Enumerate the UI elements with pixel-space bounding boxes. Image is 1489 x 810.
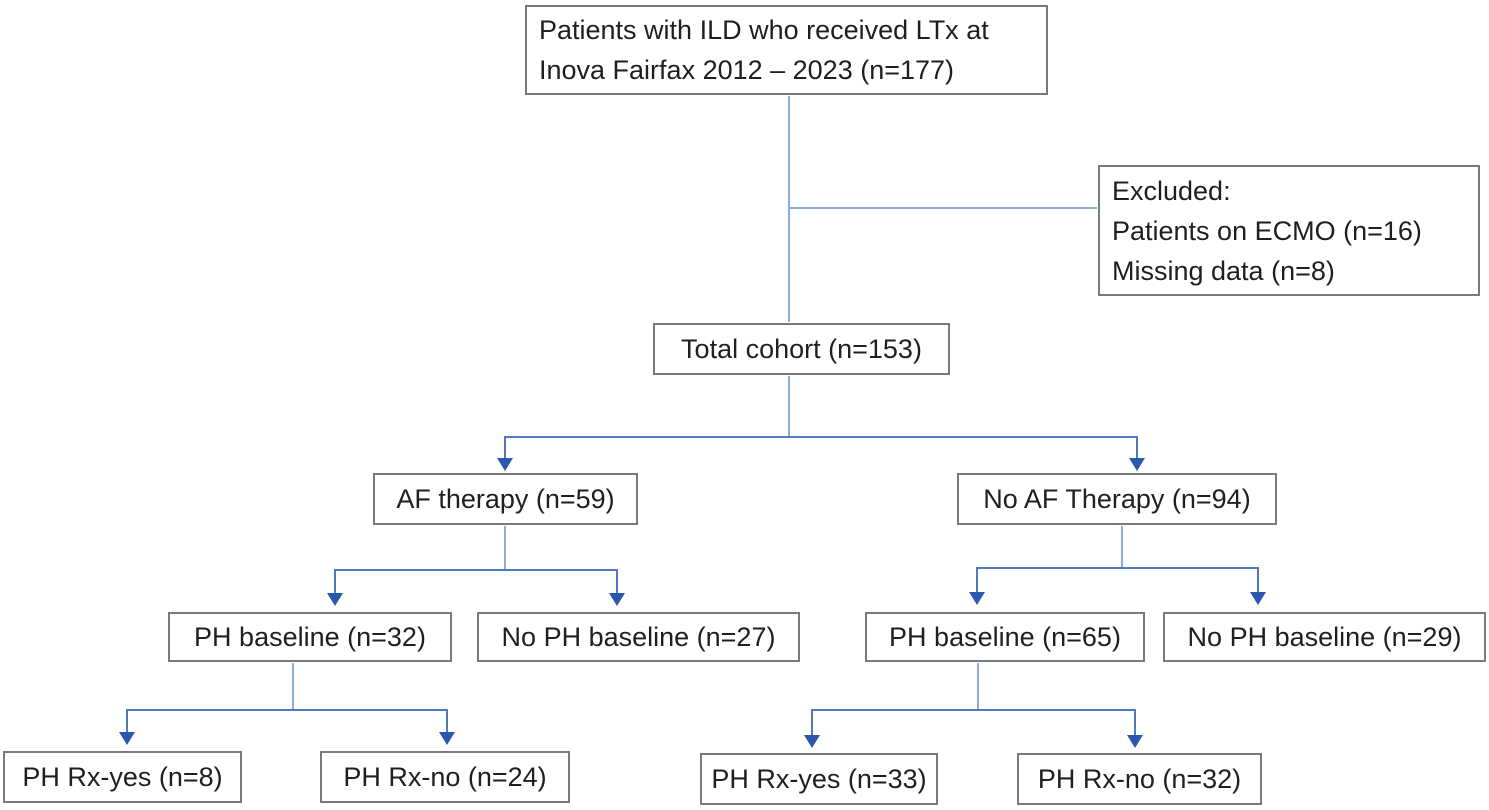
- node-no-ph-baseline-af-label: No PH baseline (n=27): [501, 622, 776, 652]
- arrowhead-noaf: [1129, 458, 1145, 471]
- node-ph-baseline-noaf: PH baseline (n=65): [865, 612, 1145, 662]
- node-ph-rx-no-af-label: PH Rx-no (n=24): [343, 762, 547, 792]
- node-ph-baseline-noaf-label: PH baseline (n=65): [889, 622, 1121, 652]
- node-no-af-therapy-label: No AF Therapy (n=94): [983, 484, 1251, 514]
- node-ph-rx-yes-af: PH Rx-yes (n=8): [3, 751, 242, 803]
- arrowhead-rxno24: [439, 732, 455, 745]
- node-excluded-label: Excluded: Patients on ECMO (n=16) Missin…: [1112, 175, 1422, 286]
- node-ph-baseline-af-label: PH baseline (n=32): [194, 622, 426, 652]
- arrowhead-rxyes33: [804, 735, 820, 748]
- node-no-ph-baseline-noaf: No PH baseline (n=29): [1163, 612, 1486, 662]
- node-no-af-therapy: No AF Therapy (n=94): [957, 473, 1277, 525]
- node-patients-ild-ltx: Patients with ILD who received LTx at In…: [525, 5, 1048, 95]
- node-total-cohort: Total cohort (n=153): [653, 323, 950, 375]
- node-total-cohort-label: Total cohort (n=153): [681, 334, 922, 364]
- node-af-therapy-label: AF therapy (n=59): [396, 484, 615, 514]
- node-ph-rx-no-noaf: PH Rx-no (n=32): [1017, 753, 1262, 805]
- node-excluded: Excluded: Patients on ECMO (n=16) Missin…: [1098, 165, 1480, 296]
- arrowhead-rxyes8: [119, 732, 135, 745]
- node-ph-rx-yes-af-label: PH Rx-yes (n=8): [22, 762, 223, 792]
- arrowhead-phb65: [969, 592, 985, 605]
- node-no-ph-baseline-af: No PH baseline (n=27): [477, 612, 800, 662]
- node-no-ph-baseline-noaf-label: No PH baseline (n=29): [1187, 622, 1462, 652]
- node-ph-rx-no-af: PH Rx-no (n=24): [320, 751, 570, 803]
- node-ph-baseline-af: PH baseline (n=32): [168, 612, 452, 662]
- node-patients-ild-ltx-label: Patients with ILD who received LTx at In…: [539, 15, 989, 85]
- arrowhead-phb32: [327, 593, 343, 606]
- arrowhead-rxno32: [1127, 735, 1143, 748]
- node-ph-rx-yes-noaf-label: PH Rx-yes (n=33): [711, 764, 927, 794]
- node-ph-rx-yes-noaf: PH Rx-yes (n=33): [700, 753, 938, 805]
- arrowhead-nophb29: [1250, 592, 1266, 605]
- node-ph-rx-no-noaf-label: PH Rx-no (n=32): [1037, 764, 1242, 794]
- arrowhead-af: [497, 458, 513, 471]
- arrowhead-nophb27: [609, 593, 625, 606]
- node-af-therapy: AF therapy (n=59): [373, 473, 638, 525]
